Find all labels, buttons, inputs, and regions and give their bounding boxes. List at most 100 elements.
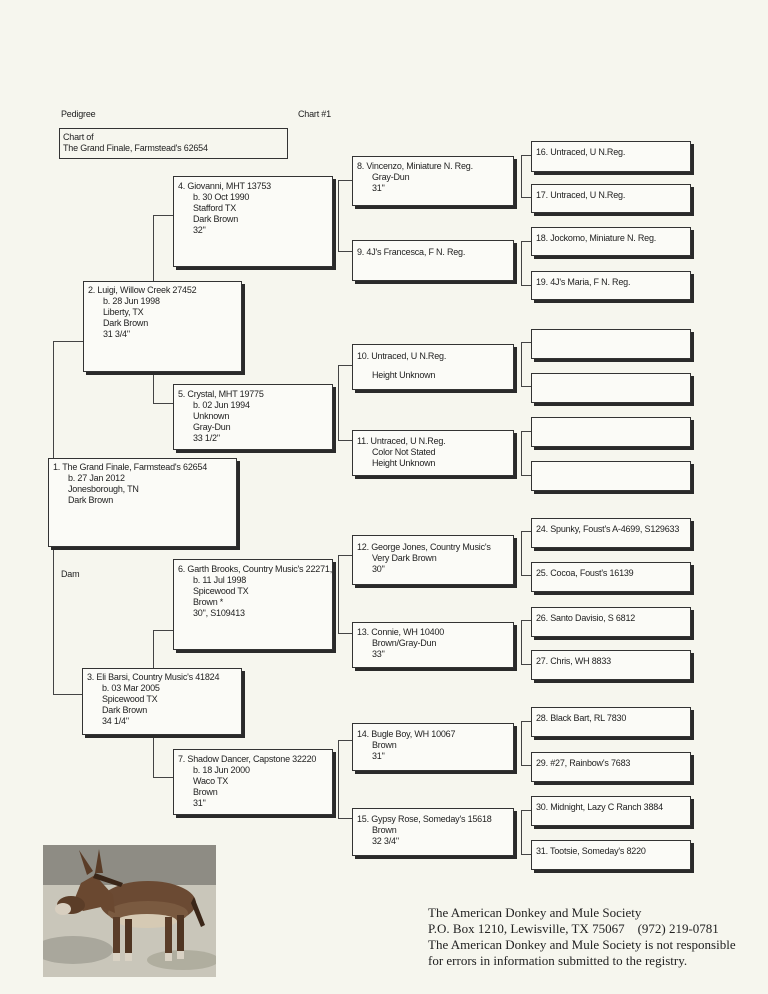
animal-detail: Waco TX <box>193 776 229 786</box>
animal-detail: Brown <box>372 825 397 835</box>
animal-box-15: 15. Gypsy Rose, Someday's 15618 Brown 32… <box>352 808 514 856</box>
animal-name: 12. George Jones, Country Music's <box>357 542 491 552</box>
animal-name: 9. 4J's Francesca, F N. Reg. <box>357 247 466 257</box>
society-footer: The American Donkey and Mule Society P.O… <box>428 905 736 969</box>
animal-detail: Stafford TX <box>193 203 236 213</box>
animal-detail: 33" <box>372 649 385 659</box>
animal-name: 18. Jockomo, Miniature N. Reg. <box>536 233 657 243</box>
animal-box-7: 7. Shadow Dancer, Capstone 32220 b. 18 J… <box>173 749 333 815</box>
animal-box-11: 11. Untraced, U N.Reg. Color Not Stated … <box>352 430 514 476</box>
animal-detail: b. 03 Mar 2005 <box>102 683 160 693</box>
animal-detail: Gray-Dun <box>193 422 231 432</box>
animal-detail: Height Unknown <box>372 458 436 468</box>
chart-of-subject: The Grand Finale, Farmstead's 62654 <box>63 143 208 153</box>
animal-detail: Unknown <box>193 411 230 421</box>
animal-name: 13. Connie, WH 10400 <box>357 627 445 637</box>
animal-detail: 31 3/4" <box>103 329 130 339</box>
animal-name: 29. #27, Rainbow's 7683 <box>536 758 631 768</box>
animal-detail: Spicewood TX <box>102 694 158 704</box>
animal-box-19: 19. 4J's Maria, F N. Reg. <box>531 271 691 300</box>
animal-detail: Brown * <box>193 597 224 607</box>
animal-detail: 31" <box>372 183 385 193</box>
animal-box-30: 30. Midnight, Lazy C Ranch 3884 <box>531 796 691 826</box>
animal-detail: Spicewood TX <box>193 586 249 596</box>
donkey-photo <box>43 845 216 977</box>
chart-of-label: Chart of <box>63 132 94 142</box>
animal-detail: Brown/Gray-Dun <box>372 638 437 648</box>
animal-detail <box>357 362 509 370</box>
animal-detail: 32" <box>193 225 206 235</box>
animal-detail: Color Not Stated <box>372 447 436 457</box>
animal-detail: Brown <box>193 787 218 797</box>
footer-line-3: The American Donkey and Mule Society is … <box>428 937 736 952</box>
animal-box-16: 16. Untraced, U N.Reg. <box>531 141 691 172</box>
footer-line-2: P.O. Box 1210, Lewisville, TX 75067 (972… <box>428 921 719 936</box>
animal-name: 5. Crystal, MHT 19775 <box>178 389 264 399</box>
animal-box-12: 12. George Jones, Country Music's Very D… <box>352 535 514 585</box>
animal-name: 2. Luigi, Willow Creek 27452 <box>88 285 197 295</box>
animal-box-14: 14. Bugle Boy, WH 10067 Brown 31" <box>352 723 514 771</box>
animal-name: 15. Gypsy Rose, Someday's 15618 <box>357 814 492 824</box>
animal-name: 17. Untraced, U N.Reg. <box>536 190 626 200</box>
chart-number-label: Chart #1 <box>298 109 331 119</box>
animal-detail: b. 18 Jun 2000 <box>193 765 250 775</box>
animal-detail: 31" <box>372 751 385 761</box>
animal-detail: 30", S109413 <box>193 608 245 618</box>
animal-detail: Liberty, TX <box>103 307 144 317</box>
footer-line-4: for errors in information submitted to t… <box>428 953 688 968</box>
animal-box-17: 17. Untraced, U N.Reg. <box>531 184 691 213</box>
animal-box-24: 24. Spunky, Foust's A-4699, S129633 <box>531 518 691 548</box>
animal-detail: Jonesborough, TN <box>68 484 139 494</box>
animal-box-1: 1. The Grand Finale, Farmstead's 62654 b… <box>48 458 237 547</box>
animal-name: 16. Untraced, U N.Reg. <box>536 147 626 157</box>
animal-detail: Gray-Dun <box>372 172 410 182</box>
animal-box-21 <box>531 373 691 403</box>
animal-name: 8. Vincenzo, Miniature N. Reg. <box>357 161 473 171</box>
animal-box-2: 2. Luigi, Willow Creek 27452 b. 28 Jun 1… <box>83 281 242 372</box>
animal-box-6: 6. Garth Brooks, Country Music's 22271, … <box>173 559 333 650</box>
animal-detail: 34 1/4" <box>102 716 129 726</box>
animal-box-4: 4. Giovanni, MHT 13753 b. 30 Oct 1990 St… <box>173 176 333 267</box>
animal-name: 14. Bugle Boy, WH 10067 <box>357 729 456 739</box>
animal-name: 31. Tootsie, Someday's 8220 <box>536 846 646 856</box>
animal-box-9: 9. 4J's Francesca, F N. Reg. <box>352 240 514 281</box>
animal-detail: b. 27 Jan 2012 <box>68 473 125 483</box>
animal-box-31: 31. Tootsie, Someday's 8220 <box>531 840 691 870</box>
animal-name: 25. Cocoa, Foust's 16139 <box>536 568 634 578</box>
animal-detail: 31" <box>193 798 206 808</box>
animal-detail: Dark Brown <box>193 214 239 224</box>
animal-name: 30. Midnight, Lazy C Ranch 3884 <box>536 802 663 812</box>
animal-box-18: 18. Jockomo, Miniature N. Reg. <box>531 227 691 256</box>
animal-name: 28. Black Bart, RL 7830 <box>536 713 627 723</box>
animal-name: 27. Chris, WH 8833 <box>536 656 611 666</box>
animal-box-10: 10. Untraced, U N.Reg. Height Unknown <box>352 344 514 390</box>
animal-box-27: 27. Chris, WH 8833 <box>531 650 691 680</box>
animal-detail: Dark Brown <box>102 705 148 715</box>
animal-name: 24. Spunky, Foust's A-4699, S129633 <box>536 524 680 534</box>
animal-detail: b. 11 Jul 1998 <box>193 575 247 585</box>
animal-box-29: 29. #27, Rainbow's 7683 <box>531 752 691 782</box>
animal-name: 1. The Grand Finale, Farmstead's 62654 <box>53 462 208 472</box>
animal-detail: Dark Brown <box>103 318 149 328</box>
animal-detail: Very Dark Brown <box>372 553 437 563</box>
animal-detail: b. 28 Jun 1998 <box>103 296 160 306</box>
animal-box-26: 26. Santo Davisio, S 6812 <box>531 607 691 637</box>
animal-name: 10. Untraced, U N.Reg. <box>357 351 447 361</box>
animal-name: 6. Garth Brooks, Country Music's 22271, <box>178 564 332 574</box>
animal-detail: 30" <box>372 564 385 574</box>
animal-box-3: 3. Eli Barsi, Country Music's 41824 b. 0… <box>82 668 242 735</box>
animal-name: 19. 4J's Maria, F N. Reg. <box>536 277 631 287</box>
footer-line-1: The American Donkey and Mule Society <box>428 905 642 920</box>
animal-box-20 <box>531 329 691 359</box>
animal-box-23 <box>531 461 691 491</box>
dam-label: Dam <box>61 569 80 579</box>
chart-of-box: Chart of The Grand Finale, Farmstead's 6… <box>59 128 288 159</box>
animal-detail: b. 02 Jun 1994 <box>193 400 250 410</box>
animal-box-8: 8. Vincenzo, Miniature N. Reg. Gray-Dun … <box>352 156 514 206</box>
animal-name: 7. Shadow Dancer, Capstone 32220 <box>178 754 317 764</box>
animal-detail: 33 1/2" <box>193 433 220 443</box>
animal-box-5: 5. Crystal, MHT 19775 b. 02 Jun 1994 Unk… <box>173 384 333 450</box>
animal-name: 3. Eli Barsi, Country Music's 41824 <box>87 672 220 682</box>
animal-detail: Dark Brown <box>68 495 114 505</box>
